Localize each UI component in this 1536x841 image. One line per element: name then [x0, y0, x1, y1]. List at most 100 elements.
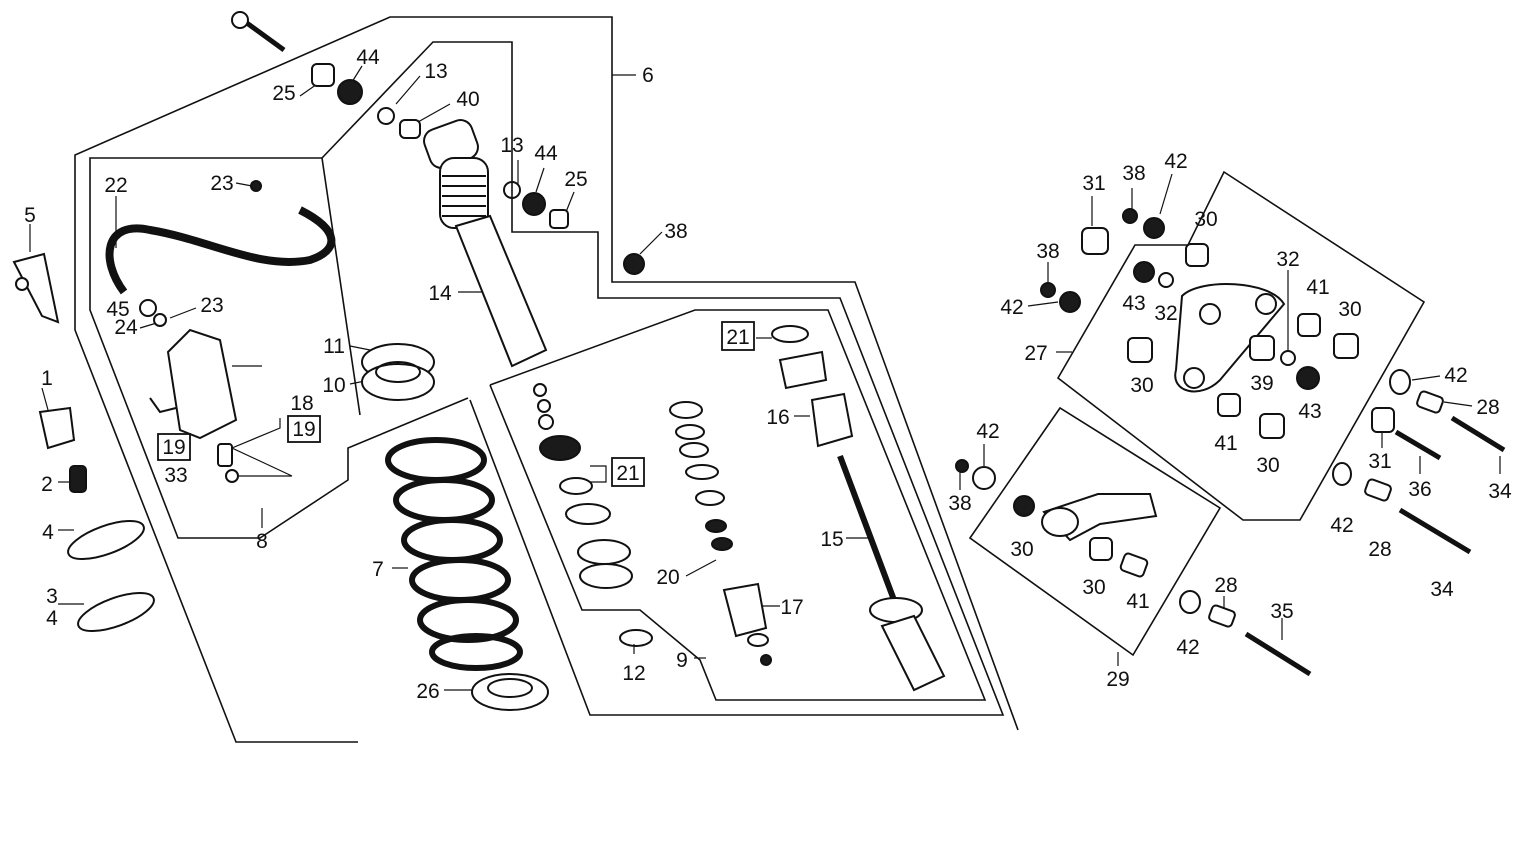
part-34a-bolt: [1450, 415, 1506, 453]
callout-26: 26: [416, 680, 439, 703]
part-13-oring: [377, 107, 395, 125]
part-26-seat-inner: [487, 678, 533, 698]
callout-32-a: 32: [1154, 302, 1177, 325]
part-30b: [1127, 337, 1153, 363]
callout-9: 9: [676, 649, 688, 672]
frame-29-arm: [968, 406, 1222, 657]
leader-21b: [586, 465, 607, 483]
part-20-shim-stack: [669, 401, 772, 666]
callout-31-a: 31: [1082, 172, 1105, 195]
callout-38-d: 38: [948, 492, 971, 515]
part-42e-washer: [1332, 462, 1352, 486]
callout-25-upper: 25: [272, 82, 295, 105]
leader-23b: [169, 307, 197, 319]
box-21b: [611, 457, 645, 487]
leader-18-33: [230, 418, 293, 477]
callout-15: 15: [820, 528, 843, 551]
part-42d: [972, 466, 996, 490]
callout-34-a: 34: [1488, 480, 1512, 503]
boxed-callouts: [157, 321, 755, 487]
callout-28-c: 28: [1214, 574, 1237, 597]
frame-reservoir: [89, 157, 469, 539]
callout-13-upper: 13: [424, 60, 447, 83]
callout-14: 14: [428, 282, 452, 305]
callout-21-top: 21: [726, 326, 749, 349]
callout-42-d: 42: [976, 420, 999, 443]
part-41c: [1119, 552, 1149, 578]
callout-43-b: 43: [1298, 400, 1321, 423]
callout-42-c: 42: [1444, 364, 1467, 387]
callout-8: 8: [256, 530, 268, 553]
callout-2: 2: [41, 473, 53, 496]
part-45-ring: [139, 299, 157, 317]
part-36-bolt: [1394, 429, 1442, 461]
leader-11: [349, 345, 371, 351]
part-42c-washer: [1389, 369, 1411, 395]
callout-29: 29: [1106, 668, 1129, 691]
part-27-linkage: [1174, 283, 1286, 393]
part-32b: [1280, 350, 1296, 366]
part-1-cap: [38, 406, 76, 450]
part-7-spring: [385, 437, 523, 671]
part-13b-oring: [503, 181, 521, 199]
callout-43-a: 43: [1122, 292, 1145, 315]
part-31a: [1081, 227, 1109, 255]
callout-22: 22: [104, 174, 127, 197]
callout-38-a: 38: [664, 220, 687, 243]
callout-3: 3: [46, 585, 58, 608]
callout-42-f: 42: [1176, 636, 1199, 659]
callout-20: 20: [656, 566, 679, 589]
callout-28-b: 28: [1368, 538, 1391, 561]
part-38b: [1122, 208, 1138, 224]
part-30d: [1259, 413, 1285, 439]
box-21a: [721, 321, 755, 351]
callout-36: 36: [1408, 478, 1431, 501]
leader-13a: [395, 75, 421, 105]
part-16-bumper: [810, 392, 854, 448]
callout-42-e: 42: [1330, 514, 1353, 537]
leader-20: [685, 559, 717, 577]
callout-19-left: 19: [162, 436, 185, 459]
callout-5: 5: [24, 204, 36, 227]
part-12-ring: [619, 629, 653, 647]
part-44b-seal: [522, 192, 546, 216]
callout-30-e: 30: [1010, 538, 1033, 561]
part-25-collar: [311, 63, 335, 87]
callout-41-b: 41: [1214, 432, 1237, 455]
callout-10: 10: [322, 374, 345, 397]
part-21a-cup: [778, 350, 828, 390]
part-29-arm: [1041, 493, 1158, 542]
part-38c: [1040, 282, 1056, 298]
part-10-11-adjuster: [361, 343, 435, 401]
leader-42a: [1159, 173, 1173, 215]
callout-40: 40: [456, 88, 479, 111]
callout-19-right: 19: [292, 418, 315, 441]
part-31b: [1371, 407, 1395, 433]
part-21a-ring: [771, 325, 809, 343]
part-4a-band: [67, 520, 145, 560]
callout-labels: 1 2 3 4 4 5 6 7 8 9 10 11 12 13 13 14 15…: [24, 46, 1512, 703]
callout-32-b: 32: [1276, 248, 1299, 271]
part-15-damper-rod: [837, 454, 946, 692]
callout-11: 11: [323, 335, 345, 358]
callout-18: 18: [290, 392, 313, 415]
callout-30-f: 30: [1082, 576, 1105, 599]
callout-39: 39: [1250, 372, 1273, 395]
part-4b-band: [77, 592, 155, 632]
part-42b: [1059, 291, 1081, 313]
leader-44a: [351, 65, 363, 83]
callout-41-c: 41: [1126, 590, 1149, 613]
callout-17: 17: [780, 596, 803, 619]
callout-4-lower: 4: [46, 607, 58, 630]
part-34b-bolt: [1398, 507, 1472, 555]
callout-1: 1: [41, 367, 53, 390]
callout-16: 16: [766, 406, 789, 429]
callout-30-b: 30: [1130, 374, 1153, 397]
callout-44-upper: 44: [356, 46, 380, 69]
leader-lines: [29, 65, 1501, 691]
part-43a: [1133, 261, 1155, 283]
callout-21-mid: 21: [616, 462, 639, 485]
part-18-reservoir: [149, 328, 239, 483]
part-28c-collar: [1208, 604, 1236, 628]
